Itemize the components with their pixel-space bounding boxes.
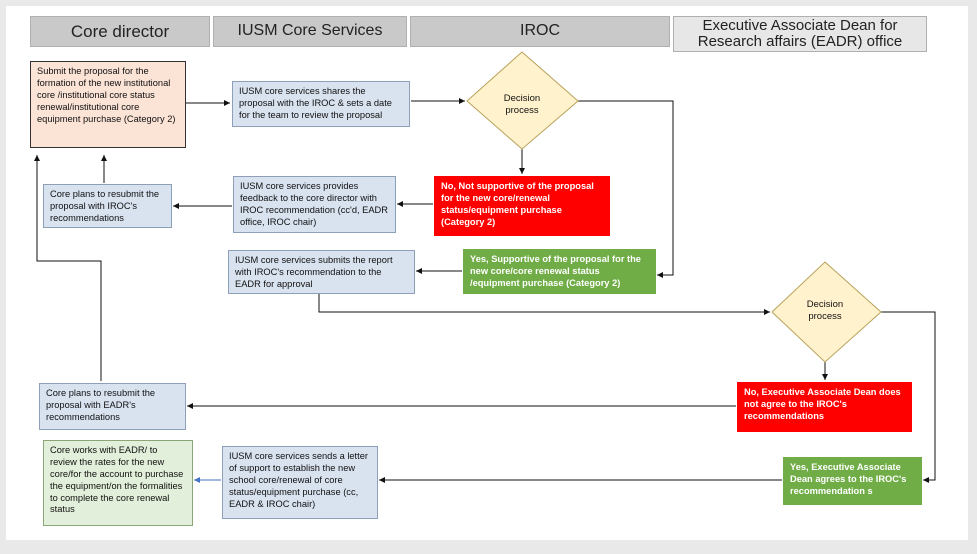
node-no-eadr: No, Executive Associate Dean does not ag… <box>737 382 912 432</box>
node-resubmit-iroc: Core plans to resubmit the proposal with… <box>43 184 172 228</box>
node-no-iroc: No, Not supportive of the proposal for t… <box>434 176 610 236</box>
decision-label-eadr: Decision process <box>806 299 844 323</box>
node-core-works: Core works with EADR/ to review the rate… <box>43 440 193 526</box>
arrow-report-to-decision-eadr <box>318 294 770 315</box>
lane-label-core-director: Core director <box>70 21 170 41</box>
flowchart-canvas: Core director IUSM Core Services IROC Ex… <box>6 6 968 540</box>
connectors <box>34 51 936 483</box>
lane-label-eadr-line1: Executive Associate Dean for <box>702 17 898 35</box>
arrow-decision-eadr-to-yes <box>881 311 936 483</box>
node-submit-proposal: Submit the proposal for the formation of… <box>30 61 186 148</box>
decision-diamond-iroc <box>466 51 579 150</box>
lane-label-eadr-line2: Research affairs (EADR) office <box>697 33 903 50</box>
arrow-decision-to-yes <box>578 100 674 278</box>
node-share-proposal: IUSM core services shares the proposal w… <box>232 81 410 127</box>
node-resubmit-eadr: Core plans to resubmit the proposal with… <box>39 383 186 430</box>
lane-header-core-director: Core director <box>30 16 210 47</box>
node-yes-iroc: Yes, Supportive of the proposal for the … <box>463 249 656 294</box>
lane-header-eadr: Executive Associate Dean for Research af… <box>673 16 927 52</box>
decision-diamond-eadr <box>771 261 882 363</box>
lane-label-iroc: IROC <box>520 22 560 40</box>
arrow-resubmit-eadr-to-submit <box>34 155 102 381</box>
node-feedback: IUSM core services provides feedback to … <box>233 176 396 233</box>
node-submit-report: IUSM core services submits the report wi… <box>228 250 415 294</box>
node-yes-eadr: Yes, Executive Associate Dean agrees to … <box>783 457 922 505</box>
decision-label-iroc: Decision process <box>503 93 541 117</box>
lane-label-iusm-core-services: IUSM Core Services <box>237 22 383 40</box>
node-letter-support: IUSM core services sends a letter of sup… <box>222 446 378 519</box>
lane-header-iroc: IROC <box>410 16 670 47</box>
lane-header-iusm-core-services: IUSM Core Services <box>213 16 407 47</box>
